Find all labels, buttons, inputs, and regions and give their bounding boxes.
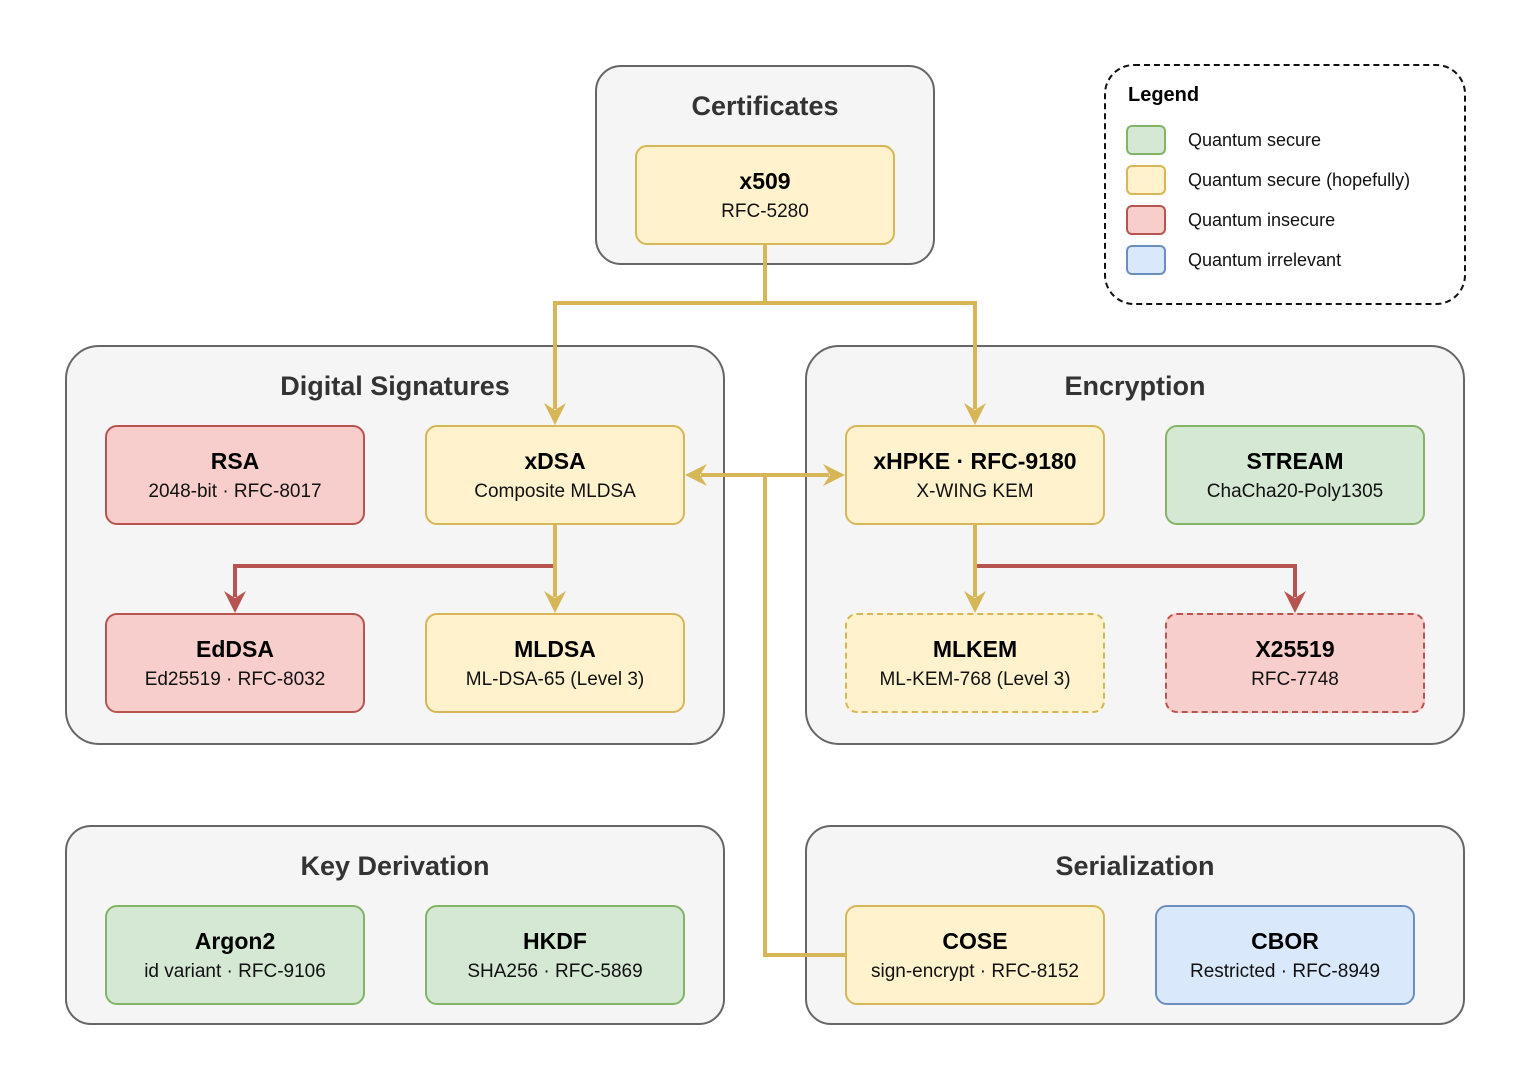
legend-item-quantum-secure: Quantum secure: [1126, 124, 1321, 156]
node-subtitle: Restricted · RFC-8949: [1189, 960, 1381, 982]
node-title: xDSA: [524, 447, 586, 474]
node-title: X25519: [1255, 635, 1335, 662]
node-subtitle: 2048-bit · RFC-8017: [148, 480, 322, 502]
node-subtitle: Composite MLDSA: [474, 480, 636, 502]
node-subtitle: ML-KEM-768 (Level 3): [879, 668, 1071, 690]
legend-swatch: [1126, 125, 1166, 155]
node-x509[interactable]: x509 RFC-5280: [635, 145, 895, 245]
node-stream[interactable]: STREAM ChaCha20-Poly1305: [1165, 425, 1425, 525]
legend-label: Quantum secure (hopefully): [1188, 169, 1411, 190]
node-title: EdDSA: [196, 635, 274, 662]
node-title: MLDSA: [514, 635, 596, 662]
node-subtitle: X-WING KEM: [916, 480, 1034, 502]
legend-swatch: [1126, 245, 1166, 275]
node-mlkem[interactable]: MLKEM ML-KEM-768 (Level 3): [845, 613, 1105, 713]
legend-label: Quantum secure: [1188, 129, 1322, 150]
node-cbor[interactable]: CBOR Restricted · RFC-8949: [1155, 905, 1415, 1005]
node-cose[interactable]: COSE sign-encrypt · RFC-8152: [845, 905, 1105, 1005]
group-title: Encryption: [1064, 371, 1206, 401]
node-subtitle: Ed25519 · RFC-8032: [144, 668, 326, 690]
node-mldsa[interactable]: MLDSA ML-DSA-65 (Level 3): [425, 613, 685, 713]
node-hkdf[interactable]: HKDF SHA256 · RFC-5869: [425, 905, 685, 1005]
legend: Legend Quantum secure Quantum secure (ho…: [1104, 64, 1466, 305]
legend-item-quantum-irrelevant: Quantum irrelevant: [1126, 244, 1341, 276]
legend-item-quantum-insecure: Quantum insecure: [1126, 204, 1335, 236]
node-eddsa[interactable]: EdDSA Ed25519 · RFC-8032: [105, 613, 365, 713]
legend-title: Legend: [1128, 84, 1200, 106]
node-title: xHPKE · RFC-9180: [873, 447, 1077, 474]
node-subtitle: ChaCha20-Poly1305: [1206, 480, 1384, 502]
node-x25519[interactable]: X25519 RFC-7748: [1165, 613, 1425, 713]
node-title: x509: [739, 167, 791, 194]
group-title: Serialization: [1055, 851, 1215, 881]
node-title: CBOR: [1251, 927, 1319, 954]
group-title: Key Derivation: [300, 851, 490, 881]
legend-swatch: [1126, 205, 1166, 235]
node-title: COSE: [942, 927, 1008, 954]
legend-item-quantum-secure-hopefully: Quantum secure (hopefully): [1126, 164, 1410, 196]
node-subtitle: sign-encrypt · RFC-8152: [870, 960, 1080, 982]
node-subtitle: id variant · RFC-9106: [144, 960, 326, 982]
node-argon2[interactable]: Argon2 id variant · RFC-9106: [105, 905, 365, 1005]
legend-label: Quantum irrelevant: [1188, 249, 1342, 270]
node-title: HKDF: [523, 927, 587, 954]
node-xhpke[interactable]: xHPKE · RFC-9180 X-WING KEM: [845, 425, 1105, 525]
node-subtitle: SHA256 · RFC-5869: [467, 960, 643, 982]
node-title: RSA: [210, 447, 260, 474]
node-subtitle: RFC-7748: [1251, 668, 1339, 690]
node-title: STREAM: [1246, 447, 1344, 474]
node-xdsa[interactable]: xDSA Composite MLDSA: [425, 425, 685, 525]
group-title: Digital Signatures: [280, 371, 510, 401]
node-title: Argon2: [194, 927, 276, 954]
node-rsa[interactable]: RSA 2048-bit · RFC-8017: [105, 425, 365, 525]
legend-swatch: [1126, 165, 1166, 195]
group-title: Certificates: [691, 91, 839, 121]
node-subtitle: RFC-5280: [721, 200, 809, 222]
node-title: MLKEM: [932, 635, 1018, 662]
node-subtitle: ML-DSA-65 (Level 3): [465, 668, 645, 690]
legend-label: Quantum insecure: [1188, 209, 1336, 230]
